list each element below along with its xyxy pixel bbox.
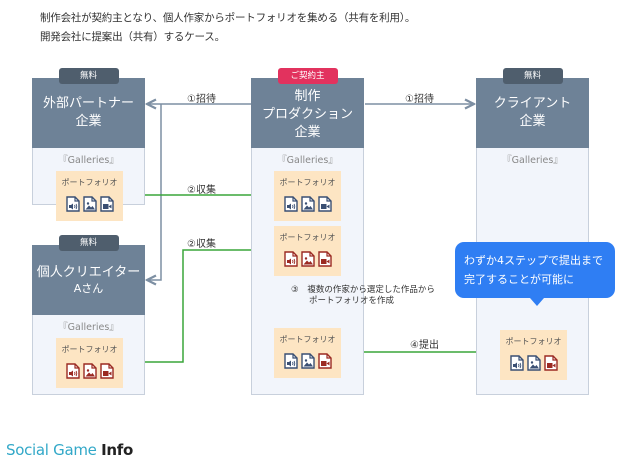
callout-bubble: わずか4ステップで提出まで 完了することが可能に	[455, 242, 615, 306]
portfolio-client[interactable]: ポートフォリオ	[500, 330, 567, 380]
video-file-icon	[317, 196, 332, 216]
image-file-icon	[300, 353, 315, 373]
company-name: 外部パートナー	[42, 96, 134, 111]
step-submit: ④提出	[410, 340, 439, 351]
image-file-icon	[300, 251, 315, 271]
portfolio-production-collected-1[interactable]: ポートフォリオ	[274, 171, 341, 221]
free-badge: 無料	[58, 235, 119, 251]
portfolio-label: ポートフォリオ	[505, 337, 562, 346]
image-file-icon	[300, 196, 315, 216]
free-badge: 無料	[58, 68, 119, 84]
portfolio-label: ポートフォリオ	[279, 335, 336, 344]
audio-file-icon	[65, 196, 80, 216]
company-name: クライアント	[493, 96, 572, 111]
audio-file-icon	[283, 353, 298, 373]
step-invite-right: ①招待	[405, 94, 434, 105]
image-file-icon	[526, 355, 541, 375]
step-invite-left: ①招待	[187, 94, 216, 105]
company-name: 制作	[294, 89, 321, 104]
contract-badge: ご契約主	[277, 68, 338, 84]
company-name: Aさん	[73, 282, 104, 295]
audio-file-icon	[283, 196, 298, 216]
portfolio-label: ポートフォリオ	[279, 178, 336, 187]
step-create: ③ 複数の作家から選定した作品から ポートフォリオを作成	[291, 285, 435, 307]
step-collect-2: ②収集	[187, 239, 216, 250]
free-badge: 無料	[502, 68, 563, 84]
video-file-icon	[99, 196, 114, 216]
company-name: 企業	[294, 125, 321, 140]
logo-part-2: Info	[101, 441, 133, 459]
portfolio-production-collected-2[interactable]: ポートフォリオ	[274, 226, 341, 276]
intro-line-1: 制作会社が契約主となり、個人作家からポートフォリオを集める（共有を利用）。	[40, 12, 416, 24]
step-create-line2: ポートフォリオを作成	[309, 296, 395, 306]
company-name: 企業	[75, 114, 102, 129]
invite-arrow-creator	[147, 104, 162, 280]
callout-line-2: 完了することが可能に	[464, 273, 574, 286]
step-create-number: ③	[291, 285, 299, 295]
image-file-icon	[82, 196, 97, 216]
company-creator: 個人クリエイター Aさん 無料 『Galleries』	[32, 235, 145, 395]
video-file-icon	[99, 363, 114, 383]
company-name: プロダクション	[261, 107, 353, 122]
galleries-label: 『Galleries』	[502, 155, 563, 166]
galleries-label: 『Galleries』	[277, 155, 338, 166]
audio-file-icon	[283, 251, 298, 271]
collect-arrow-creator	[126, 250, 272, 363]
intro-text: 制作会社が契約主となり、個人作家からポートフォリオを集める（共有を利用）。 開発…	[40, 9, 415, 47]
portfolio-label: ポートフォリオ	[61, 345, 118, 354]
audio-file-icon	[65, 363, 80, 383]
galleries-label: 『Galleries』	[58, 322, 119, 333]
site-logo: Social Game Info	[6, 441, 133, 459]
video-file-icon	[317, 251, 332, 271]
company-name: 個人クリエイター	[36, 265, 141, 280]
logo-part-1: Social Game	[6, 441, 102, 459]
step-create-line1: 複数の作家から選定した作品から	[307, 285, 435, 295]
image-file-icon	[82, 363, 97, 383]
video-file-icon	[317, 353, 332, 373]
company-name: 企業	[519, 114, 546, 129]
callout-line-1: わずか4ステップで提出まで	[464, 254, 603, 267]
video-file-icon	[543, 355, 558, 375]
portfolio-label: ポートフォリオ	[279, 233, 336, 242]
portfolio-partner[interactable]: ポートフォリオ	[56, 171, 123, 221]
galleries-label: 『Galleries』	[58, 155, 119, 166]
portfolio-production-created[interactable]: ポートフォリオ	[274, 328, 341, 378]
intro-line-2: 開発会社に提案出（共有）するケース。	[40, 31, 225, 43]
audio-file-icon	[509, 355, 524, 375]
portfolio-label: ポートフォリオ	[61, 178, 118, 187]
portfolio-creator[interactable]: ポートフォリオ	[56, 338, 123, 388]
step-collect-1: ②収集	[187, 185, 216, 196]
